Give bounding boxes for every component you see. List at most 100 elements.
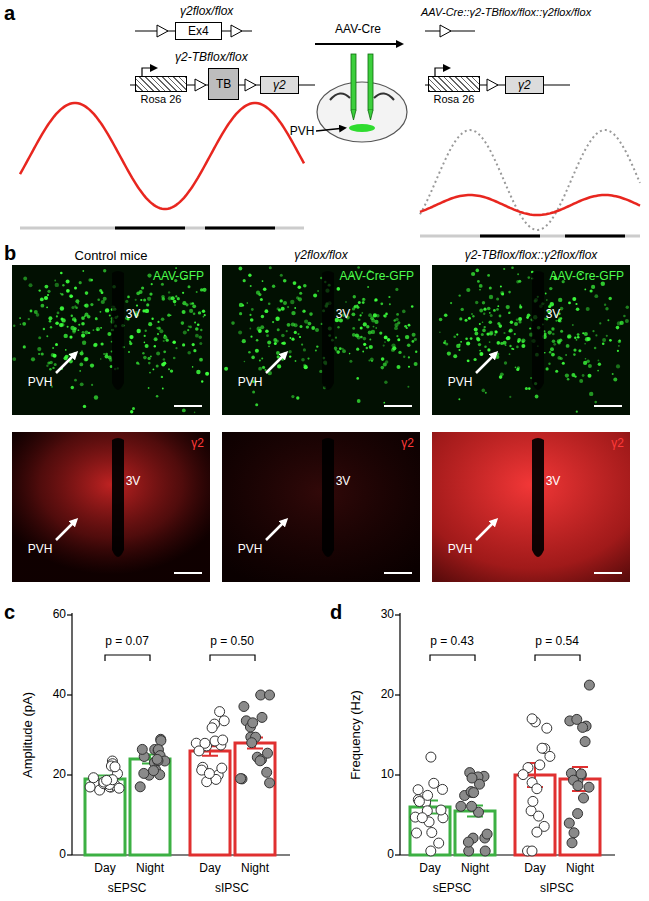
drawing-circle xyxy=(514,333,516,335)
label-text: Day xyxy=(94,862,115,876)
drawing-circle xyxy=(67,326,69,328)
drawing-circle xyxy=(313,294,317,298)
drawing-circle xyxy=(387,338,390,341)
drawing-circle xyxy=(516,280,519,283)
label-text: 10 xyxy=(381,768,394,782)
drawing-circle xyxy=(616,326,620,330)
drawing-circle xyxy=(62,284,64,286)
drawing-circle xyxy=(383,402,385,404)
drawing-circle xyxy=(487,348,490,351)
drawing-circle xyxy=(163,340,165,342)
drawing-circle xyxy=(527,846,537,856)
drawing-circle xyxy=(78,324,80,326)
drawing-circle xyxy=(482,829,492,839)
drawing-circle xyxy=(287,306,289,308)
drawing-circle xyxy=(479,284,483,288)
drawing-circle xyxy=(574,337,576,339)
drawing-circle xyxy=(110,762,120,772)
drawing-circle xyxy=(495,331,498,334)
drawing-circle xyxy=(295,360,297,362)
label-text: Night xyxy=(241,862,269,876)
drawing-circle xyxy=(144,342,146,344)
drawing-circle xyxy=(298,297,302,301)
drawing-circle xyxy=(29,283,33,287)
drawing-circle xyxy=(550,347,554,351)
drawing-circle xyxy=(567,838,577,848)
drawing-circle xyxy=(71,306,74,309)
drawing-circle xyxy=(281,307,285,311)
drawing-circle xyxy=(460,341,462,343)
drawing-circle xyxy=(426,846,436,856)
drawing-circle xyxy=(315,328,319,332)
drawing-line xyxy=(115,227,185,230)
drawing-circle xyxy=(489,341,491,343)
drawing-circle xyxy=(527,714,537,724)
drawing-circle xyxy=(484,346,487,349)
drawing-line xyxy=(395,774,400,775)
drawing-circle xyxy=(242,339,246,343)
drawing-circle xyxy=(414,338,417,341)
drawing-circle xyxy=(46,365,48,367)
drawing-rect xyxy=(432,432,630,582)
drawing-circle xyxy=(161,283,164,286)
drawing-circle xyxy=(573,353,576,356)
drawing-circle xyxy=(609,339,612,342)
drawing-circle xyxy=(584,289,586,291)
gene-box: γ2 xyxy=(505,76,544,94)
drawing-circle xyxy=(163,335,167,339)
drawing-circle xyxy=(369,339,371,341)
drawing-circle xyxy=(482,329,486,333)
drawing-circle xyxy=(584,332,588,336)
drawing-circle xyxy=(78,329,80,331)
drawing-circle xyxy=(263,288,267,292)
drawing-circle xyxy=(509,345,511,347)
drawing-circle xyxy=(489,320,493,324)
label-text: Night xyxy=(461,862,489,876)
label-text: Day xyxy=(419,862,440,876)
drawing-circle xyxy=(93,329,95,331)
drawing-line xyxy=(384,572,412,574)
drawing-circle xyxy=(283,279,287,283)
drawing-circle xyxy=(576,339,578,341)
drawing-circle xyxy=(300,325,303,328)
drawing-line xyxy=(315,43,402,45)
node-text: Rosa 26 xyxy=(434,93,475,106)
drawing-circle xyxy=(298,285,302,289)
drawing-circle xyxy=(156,351,160,355)
drawing-circle xyxy=(54,280,56,282)
drawing-circle xyxy=(272,321,274,323)
drawing-circle xyxy=(190,302,193,305)
drawing-circle xyxy=(500,285,502,287)
drawing-circle xyxy=(157,321,159,323)
drawing-circle xyxy=(525,387,528,390)
drawing-circle xyxy=(82,270,84,272)
drawing-circle xyxy=(477,338,481,342)
drawing-circle xyxy=(584,680,594,690)
drawing-line xyxy=(266,353,286,373)
drawing-circle xyxy=(461,308,464,311)
drawing-circle xyxy=(504,361,507,364)
drawing-circle xyxy=(135,782,145,792)
drawing-circle xyxy=(282,341,286,345)
drawing-circle xyxy=(107,332,111,336)
drawing-circle xyxy=(565,374,569,378)
drawing-circle xyxy=(509,353,511,355)
drawing-circle xyxy=(269,266,272,269)
drawing-circle xyxy=(363,322,367,326)
label-text: Night xyxy=(566,862,594,876)
drawing-line xyxy=(395,854,400,855)
drawing-circle xyxy=(335,337,337,339)
drawing-circle xyxy=(548,331,552,335)
drawing-circle xyxy=(490,314,493,317)
label-text: sIPSC xyxy=(540,882,574,896)
drawing-circle xyxy=(78,324,80,326)
drawing-rect xyxy=(351,54,356,110)
drawing-circle xyxy=(265,690,275,700)
drawing-circle xyxy=(81,334,85,338)
drawing-circle xyxy=(517,340,520,343)
drawing-circle xyxy=(542,723,552,733)
drawing-circle xyxy=(182,301,186,305)
label-text: Frequency (Hz) xyxy=(349,690,364,780)
drawing-circle xyxy=(149,293,152,296)
